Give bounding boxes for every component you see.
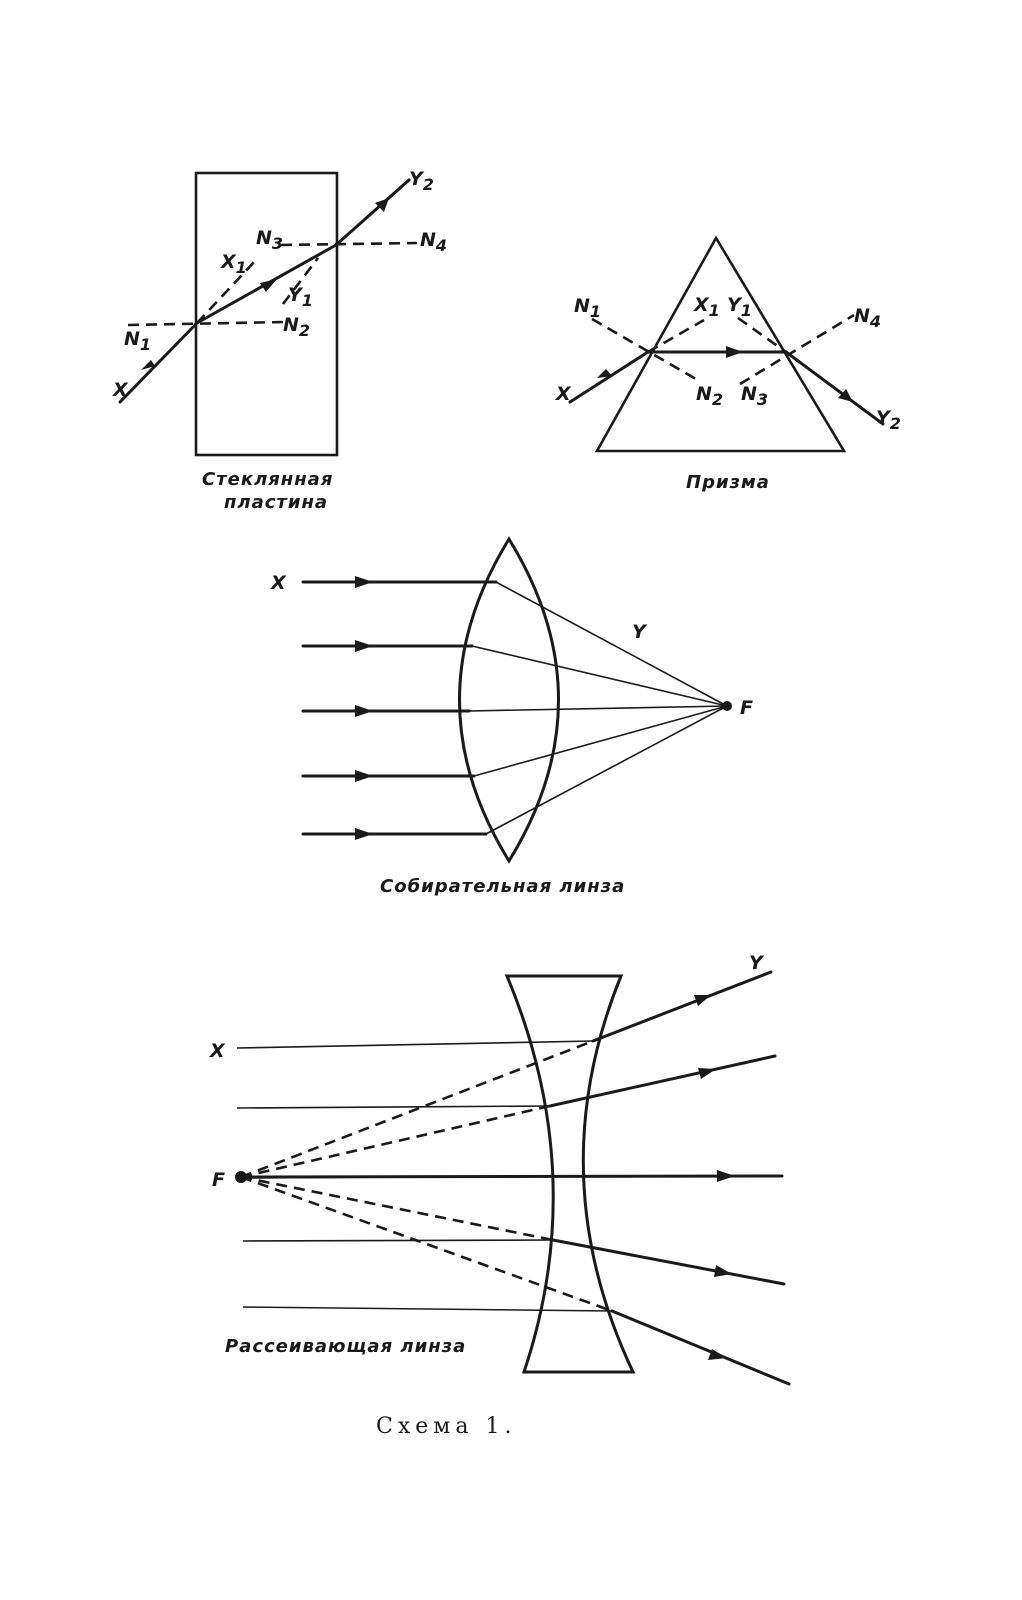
plate-extension-y1 [281,257,320,305]
diverging-arrow-4 [714,1265,732,1277]
diverging-extension-5 [240,1175,613,1313]
diverging-focus-point [235,1171,247,1183]
diverging-label-y: Y [749,952,765,974]
diverging-ray-1-out [591,970,773,1043]
diverging-ray-4-out [551,1238,786,1286]
prism-caption: Призма [686,472,770,493]
diverging-ray-1-in [236,1040,594,1049]
plate-emergent-ray [334,178,411,247]
converging-arrow-5 [355,828,373,840]
prism-extension-y1 [737,316,787,354]
diverging-ray-4-in [242,1239,554,1242]
diverging-extension-4 [240,1175,554,1242]
diverging-lens-diagram: X Y F Рассеивающая линза [209,952,791,1386]
diverging-ray-5-out [610,1309,791,1386]
diverging-lens [504,974,636,1374]
converging-lens-diagram: X Y F Собирательная линза [270,536,753,897]
diverging-arrow-1 [694,995,711,1006]
converging-arrow-3 [355,705,373,717]
converging-focus-point [722,701,732,711]
plate-label-x: X [112,379,129,401]
plate-caption-line1: Стеклянная [202,469,333,490]
prism-label-n4: N4 [854,305,881,331]
prism-arrow-incident [597,369,612,378]
plate-extension-x1 [196,259,257,324]
plate-label-y1: Y1 [288,284,313,310]
prism-extension-x1 [647,318,705,354]
prism-normal-n1-n2 [591,317,702,384]
diverging-caption: Рассеивающая линза [225,1336,466,1357]
plate-label-n1: N1 [124,328,151,354]
diverging-ray-2-out [548,1054,777,1108]
plate-normal-n3-n4 [280,241,418,247]
converging-ray-5-out [485,705,728,835]
prism-label-x1: X1 [693,294,720,320]
converging-lens [458,536,560,864]
diverging-ray-3-out [239,1174,784,1179]
plate-arrow-incident [141,360,155,370]
plate-incident-ray [118,321,199,404]
diverging-ray-2-in [236,1105,551,1109]
plate-label-x1: X1 [220,251,247,277]
prism-emergent-ray [784,350,885,426]
plate-normal-n1-n2 [127,320,286,327]
converging-arrow-1 [355,576,373,588]
prism-incident-ray [568,350,650,404]
prism-label-y1: Y1 [727,294,752,320]
diverging-label-x: X [209,1040,226,1062]
plate-label-n3: N3 [256,227,283,253]
prism-arrow-emergent [838,389,853,402]
converging-arrow-4 [355,770,373,782]
converging-ray-1-out [495,581,728,707]
prism-arrow-internal [726,346,743,358]
plate-arrow-internal [260,279,277,292]
prism-label-y2: Y2 [876,407,901,433]
prism-label-n3: N3 [741,383,768,409]
glass-plate [194,171,339,457]
converging-arrow-2 [355,640,373,652]
converging-label-x: X [270,572,287,594]
prism-label-n1: N1 [574,295,601,321]
plate-arrow-emergent [375,198,389,212]
diverging-arrow-3 [717,1170,735,1182]
plate-caption-line2: пластина [224,492,328,513]
plate-label-n2: N2 [283,314,310,340]
glass-plate-diagram: X X1 Y1 Y2 N1 N2 N3 N4 Стеклянная пласти… [112,168,447,513]
diverging-arrow-5 [708,1349,727,1360]
converging-caption: Собирательная линза [380,876,625,897]
converging-ray-3-out [468,705,728,712]
plate-label-n4: N4 [420,229,447,255]
figure-title: Схема 1. [376,1414,516,1439]
converging-label-y: Y [632,621,648,643]
diverging-label-f: F [212,1169,225,1191]
prism-diagram: X X1 Y1 Y2 N1 N2 N3 N4 Призма [555,235,901,493]
converging-ray-2-out [471,645,728,707]
converging-label-f: F [740,697,753,719]
prism-normal-n3-n4 [739,313,855,386]
prism-label-n2: N2 [696,383,723,409]
converging-ray-4-out [473,705,728,777]
diverging-ray-5-in [242,1306,613,1312]
diverging-arrow-2 [698,1068,716,1079]
prism-label-x: X [555,383,572,405]
prism [594,235,847,453]
diverging-extension-1 [240,1039,594,1179]
plate-label-y2: Y2 [409,168,434,194]
